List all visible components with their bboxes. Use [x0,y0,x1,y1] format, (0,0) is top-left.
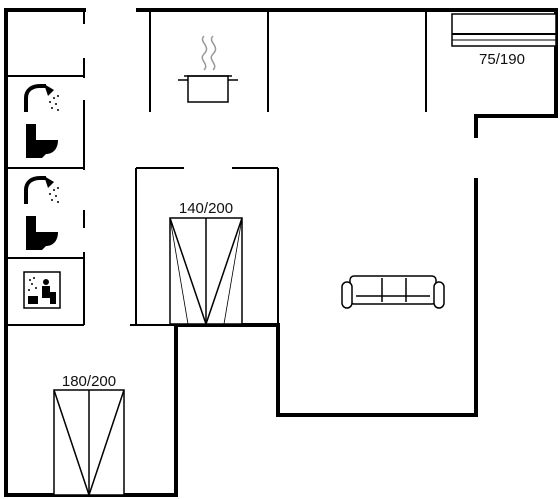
bed-double-center [169,217,243,327]
bed-double-bottom-label: 180/200 [62,373,116,390]
sofa-icon [341,275,445,309]
sauna-icon [23,271,61,309]
toilet-icon [26,124,58,158]
shower-icon [24,84,59,112]
shower-icon [24,176,59,204]
bed-double-bottom [53,389,125,498]
bed-single-label: 75/190 [479,51,525,68]
bed-double-center-label: 140/200 [179,200,233,217]
toilet-icon [26,216,58,250]
kitchen-pot-icon [178,35,238,103]
walls [4,8,558,497]
bed-single [451,13,557,47]
inner-walls [6,10,427,338]
